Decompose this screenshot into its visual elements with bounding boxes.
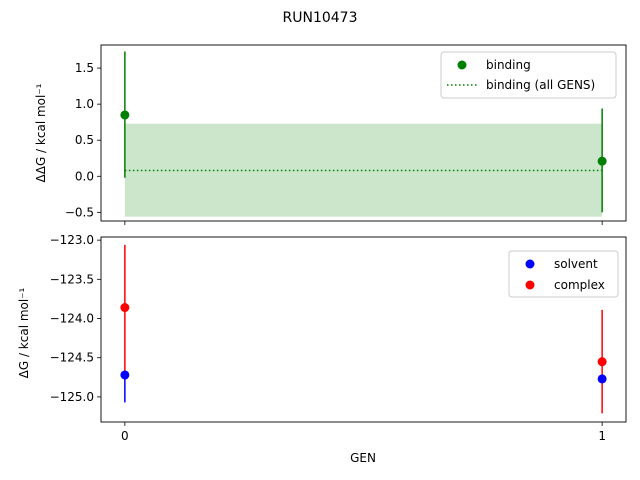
top-y-axis-label: ΔΔG / kcal mol⁻¹ — [34, 83, 48, 182]
top-panel: −0.5 0.0 0.5 1.0 1.5 ΔΔG / kcal mol⁻¹ bindin… — [34, 44, 627, 225]
legend-binding-marker — [457, 60, 467, 70]
y-tick-label: 1.5 — [75, 61, 94, 75]
y-tick-label: 0.5 — [75, 133, 94, 147]
y-tick-label: −124.0 — [50, 312, 94, 326]
legend-complex-label: complex — [554, 278, 605, 292]
top-x-ticks — [124, 221, 603, 225]
bottom-y-ticks: −125.0 −124.5 −124.0 −123.5 −123.0 — [50, 233, 101, 404]
confidence-band — [124, 123, 603, 217]
top-y-ticks: −0.5 0.0 0.5 1.0 1.5 — [65, 61, 101, 219]
bottom-plot-area — [120, 244, 607, 414]
y-tick-label: −123.0 — [50, 233, 94, 247]
legend-binding-label: binding — [486, 58, 531, 72]
x-tick-label: 0 — [121, 429, 129, 443]
y-tick-label: 1.0 — [75, 97, 94, 111]
y-tick-label: −0.5 — [65, 205, 94, 219]
data-point — [120, 370, 130, 380]
data-point — [120, 110, 130, 120]
y-tick-label: 0.0 — [75, 169, 94, 183]
y-tick-label: −124.5 — [50, 351, 94, 365]
legend-complex-marker — [525, 280, 535, 290]
top-legend-frame — [440, 51, 617, 99]
x-axis-label: GEN — [350, 451, 376, 465]
bottom-legend-frame — [508, 250, 619, 298]
figure-title: RUN10473 — [283, 10, 358, 26]
legend-binding-all-label: binding (all GENS) — [486, 78, 595, 92]
data-point — [597, 357, 607, 367]
y-tick-label: −125.0 — [50, 390, 94, 404]
bottom-y-axis-label: ΔG / kcal mol⁻¹ — [17, 287, 31, 378]
data-point — [120, 303, 130, 313]
y-tick-label: −123.5 — [50, 272, 94, 286]
legend-solvent-marker — [525, 259, 535, 269]
data-point — [597, 156, 607, 166]
top-legend: binding binding (all GENS) — [440, 51, 617, 99]
bottom-axes-frame — [100, 236, 627, 423]
top-axes-frame — [100, 44, 627, 222]
bottom-legend: solvent complex — [508, 250, 619, 298]
data-point — [597, 374, 607, 384]
x-tick-label: 1 — [598, 429, 606, 443]
legend-solvent-label: solvent — [554, 257, 598, 271]
top-plot-area — [120, 51, 607, 217]
